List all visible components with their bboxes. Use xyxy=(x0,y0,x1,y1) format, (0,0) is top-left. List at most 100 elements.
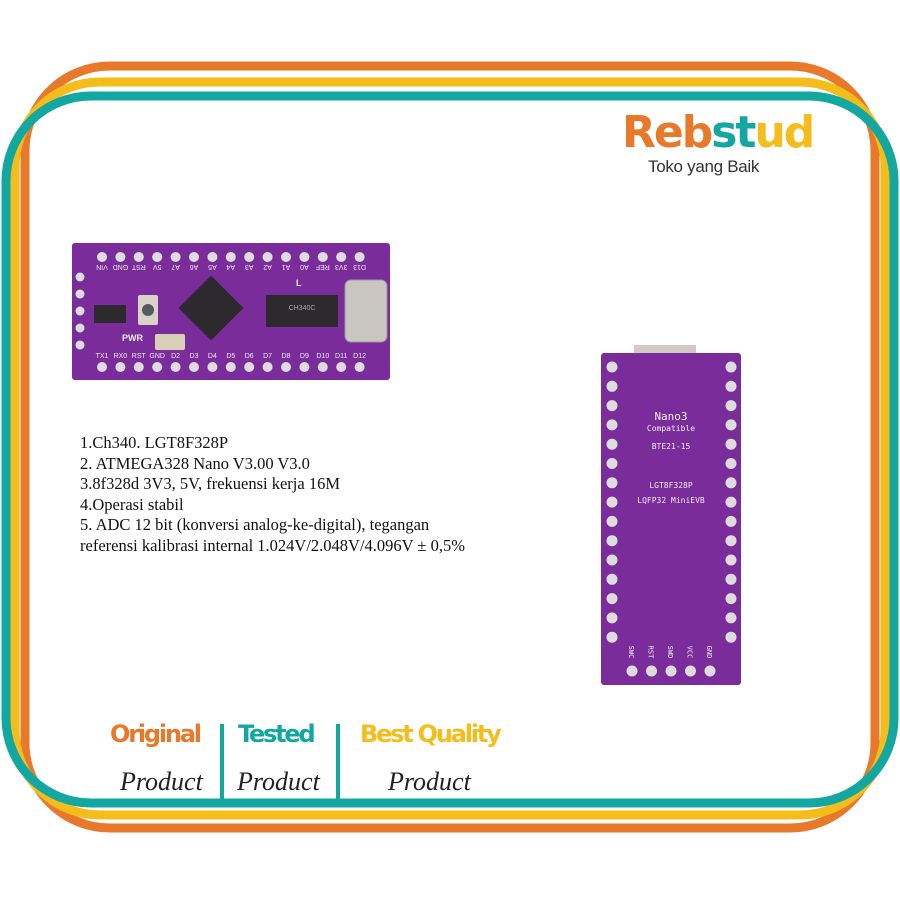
spec-line: 1.Ch340. LGT8F328P xyxy=(80,433,229,452)
pin-hole xyxy=(606,515,618,527)
pin-hole xyxy=(725,361,737,373)
pin-label-top: A5 xyxy=(208,263,217,270)
pwr-led-label: PWR xyxy=(122,333,143,343)
pin-hole xyxy=(725,573,737,585)
pin-hole xyxy=(606,554,618,566)
pin-hole xyxy=(725,380,737,392)
pin-label-bottom: D12 xyxy=(353,353,366,360)
pin-label-top: VIN xyxy=(96,263,108,270)
pin-hole xyxy=(97,252,107,262)
usb-chip xyxy=(266,295,338,327)
pin-hole xyxy=(606,458,618,469)
pin-label-bottom: D3 xyxy=(190,353,199,360)
pin-hole xyxy=(244,252,255,262)
pin-hole xyxy=(725,400,737,412)
pin-label-top: A2 xyxy=(263,263,272,270)
pin-hole xyxy=(336,252,347,262)
pad-hole xyxy=(626,665,638,677)
pin-hole xyxy=(75,306,85,316)
board-front-photo: VINTX1GNDRX0RSTRST5VGNDA7D2A6D3A5D4A4D5A… xyxy=(72,243,390,380)
pin-hole xyxy=(75,340,85,350)
pin-hole xyxy=(606,361,618,373)
pin-hole xyxy=(336,362,347,372)
usb-c-connector xyxy=(344,279,388,343)
spec-line: 3.8f328d 3V3, 5V, frekuensi kerja 16M xyxy=(80,474,340,494)
spec-list: 1.Ch340. LGT8F328P 2. ATMEGA328 Nano V3.… xyxy=(80,433,465,557)
logo-part-1: Reb xyxy=(622,107,713,158)
pin-hole xyxy=(299,362,310,372)
pin-label-top: RST xyxy=(131,263,146,270)
brand-tagline: Toko yang Baik xyxy=(648,157,760,176)
pin-hole xyxy=(354,362,365,372)
pad-hole xyxy=(646,665,657,677)
pin-hole xyxy=(133,362,144,372)
pin-label-bottom: D5 xyxy=(226,353,235,360)
pin-hole xyxy=(225,252,236,262)
pin-hole xyxy=(207,362,218,372)
spec-line: 5. ADC 12 bit (konversi analog-ke-digita… xyxy=(80,515,430,535)
back-label-compatible: Compatible xyxy=(647,424,695,433)
pin-hole xyxy=(281,252,291,262)
badge-divider xyxy=(336,724,340,802)
pin-label-bottom: TX1 xyxy=(96,353,109,360)
pin-hole xyxy=(170,252,181,262)
pin-hole xyxy=(225,362,236,372)
pin-hole xyxy=(606,593,618,605)
pin-hole xyxy=(170,362,181,372)
pin-label-bottom: D4 xyxy=(208,353,217,360)
pin-hole xyxy=(317,252,328,262)
pin-hole xyxy=(725,631,737,643)
badge-original-title: Original xyxy=(110,720,202,748)
pin-hole xyxy=(725,593,737,605)
pin-hole xyxy=(317,362,328,372)
pin-hole xyxy=(97,362,107,372)
back-label-nano3: Nano3 xyxy=(654,410,687,423)
pin-hole xyxy=(115,252,126,262)
pad-hole xyxy=(685,665,696,677)
pin-label-bottom: RX0 xyxy=(114,353,128,360)
badge-original-subtitle: Product xyxy=(120,767,203,796)
back-label-package: LQFP32 MiniEVB xyxy=(637,496,705,505)
pin-label-top: A4 xyxy=(226,263,235,270)
l-led-label: L xyxy=(296,278,302,288)
pin-label-top: A6 xyxy=(190,263,199,270)
pin-hole xyxy=(152,252,163,262)
pin-hole xyxy=(725,612,737,624)
brand-logo: Rebstud xyxy=(622,107,815,158)
pin-hole xyxy=(725,496,737,508)
pad-label: SWC xyxy=(627,646,635,659)
pin-label-top: A3 xyxy=(245,263,254,270)
pin-hole xyxy=(299,252,310,262)
pin-hole xyxy=(725,554,737,566)
pin-label-bottom: D2 xyxy=(171,353,180,360)
badge-divider xyxy=(220,724,224,802)
pad-hole xyxy=(704,665,716,677)
badge-quality-title: Best Quality xyxy=(360,720,502,748)
pin-hole xyxy=(606,477,618,489)
pad-label: GND xyxy=(705,646,713,659)
pin-hole xyxy=(725,419,737,431)
pin-label-bottom: D11 xyxy=(335,353,347,360)
pin-hole xyxy=(75,289,85,299)
logo-part-2: st xyxy=(711,107,756,158)
pin-hole xyxy=(244,362,255,372)
pin-hole xyxy=(152,362,163,372)
border-stripe-orange xyxy=(20,61,880,833)
logo-part-3: ud xyxy=(754,107,815,158)
pin-hole xyxy=(75,323,85,333)
usb-chip-label: CH340C xyxy=(289,305,316,312)
pad-label: SWD xyxy=(666,646,674,659)
pin-hole xyxy=(606,631,618,643)
pin-hole xyxy=(189,362,199,372)
pin-hole xyxy=(725,458,737,469)
pin-hole xyxy=(606,573,618,585)
pin-label-top: 3V3 xyxy=(335,263,348,270)
pin-label-bottom: RST xyxy=(132,353,147,360)
badge-tested-subtitle: Product xyxy=(237,767,320,796)
pin-hole xyxy=(606,419,618,431)
pin-label-bottom: D10 xyxy=(316,353,329,360)
pin-label-bottom: GND xyxy=(149,353,165,360)
pin-hole xyxy=(606,496,618,508)
pin-label-bottom: D8 xyxy=(282,353,291,360)
